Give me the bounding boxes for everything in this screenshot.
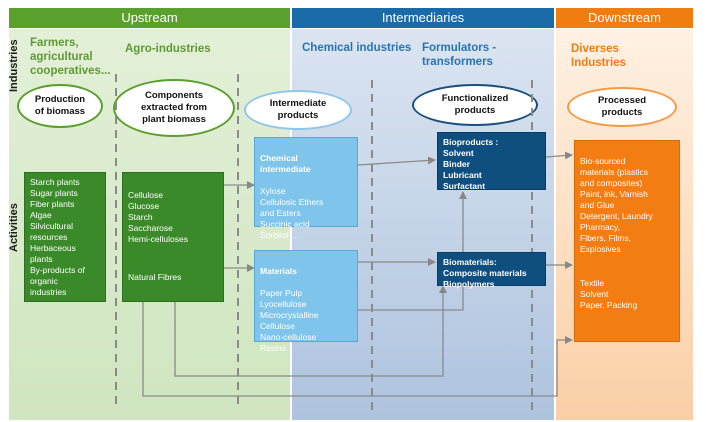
arrow-fibres-to-downstream	[142, 302, 573, 397]
arrow-bioproducts-to-downstream	[545, 151, 573, 160]
box-bioproducts: Bioproducts : Solvent Binder Lubricant S…	[437, 132, 546, 191]
arrow-fibres-to-biomaterials	[174, 285, 447, 377]
oval-production-of-biomass: Production of biomass	[17, 84, 103, 128]
intermediaries-header: Intermediaries	[292, 8, 554, 28]
biosourced-list: Bio-sourced materials (plastics and comp…	[580, 156, 653, 254]
oval-intermediate-products: Intermediate products	[244, 90, 352, 130]
chemical-industries-label: Chemical industries	[302, 42, 412, 54]
arrow-chemical-to-bioproducts	[357, 156, 436, 166]
materials-list: Paper Pulp Lyocellulose Microcrystalline…	[260, 288, 319, 353]
oval-components-extracted: Components extracted from plant biomass	[113, 79, 235, 137]
box-extracted-components: Cellulose Glucose Starch Saccharose Hemi…	[122, 172, 224, 302]
components-list: Cellulose Glucose Starch Saccharose Hemi…	[128, 190, 188, 244]
arrow-materials-to-bioproducts	[358, 191, 467, 311]
farmers-label: Farmers, agricultural cooperatives...	[30, 37, 111, 77]
box-downstream-products: Bio-sourced materials (plastics and comp…	[574, 140, 680, 342]
upstream-header: Upstream	[9, 8, 290, 28]
textile-list: Textile Solvent Paper, Packing	[580, 278, 638, 310]
box-materials: Materials Paper Pulp Lyocellulose Microc…	[254, 250, 358, 353]
formulators-label: Formulators - transformers	[422, 42, 497, 68]
agro-industries-label: Agro-industries	[125, 43, 211, 55]
oval-processed-products: Processed products	[567, 87, 677, 127]
box-biomaterials: Biomaterials: Composite materials Biopol…	[437, 252, 546, 289]
box-chemical-intermediate: Chemical intermediate Xylose Cellulosic …	[254, 137, 358, 240]
natural-fibres-label: Natural Fibres	[128, 272, 182, 282]
chemical-intermediate-title: Chemical intermediate	[260, 153, 311, 174]
diverses-industries-label: Diverses Industries	[571, 43, 626, 69]
oval-functionalized-products: Functionalized products	[412, 84, 538, 126]
downstream-header: Downstream	[556, 8, 693, 28]
chemical-intermediate-list: Xylose Cellulosic Ethers and Esters Succ…	[260, 186, 324, 240]
materials-title: Materials	[260, 266, 297, 276]
box-biomass-sources: Starch plants Sugar plants Fiber plants …	[24, 172, 106, 302]
